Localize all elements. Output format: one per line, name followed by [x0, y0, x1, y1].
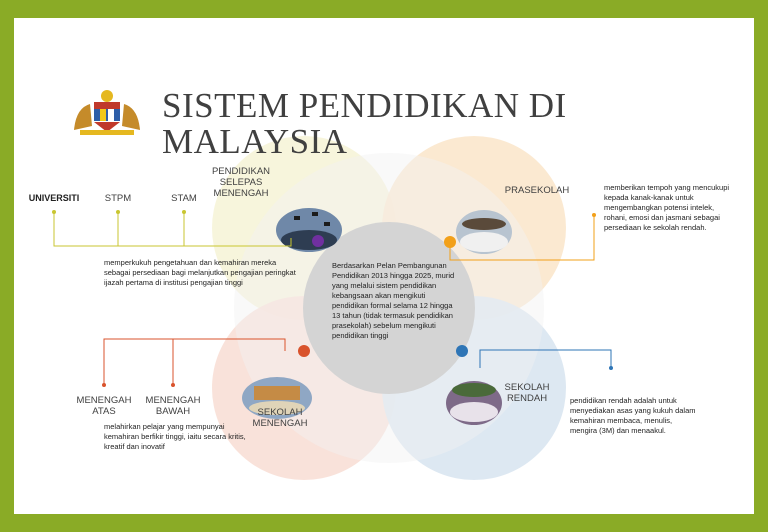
desc-selepas-menengah: memperkukuh pengetahuan dan kemahiran me… [104, 258, 304, 288]
marker-sekolah-rendah [456, 345, 468, 357]
label-stpm: STPM [98, 193, 138, 204]
slide: SISTEM PENDIDIKAN DI MALAYSIA PENDIDIKAN… [14, 18, 754, 514]
dot-stpm [116, 210, 120, 214]
label-sekolah-rendah: SEKOLAH RENDAH [502, 382, 552, 404]
label-menengah-bawah: MENENGAH BAWAH [143, 395, 203, 417]
desc-sekolah-menengah: melahirkan pelajar yang mempunyai kemahi… [104, 422, 252, 452]
label-selepas-menengah: PENDIDIKAN SELEPAS MENENGAH [206, 166, 276, 199]
dot-prasekolah [592, 213, 596, 217]
dot-stam [182, 210, 186, 214]
desc-sekolah-rendah: pendidikan rendah adalah untuk menyediak… [570, 396, 700, 436]
photo-sekolah-rendah [446, 381, 502, 425]
photo-graduation [276, 208, 342, 252]
dot-sekolah-rendah [609, 366, 613, 370]
label-sekolah-menengah: SEKOLAH MENENGAH [250, 407, 310, 429]
label-prasekolah: PRASEKOLAH [502, 185, 572, 196]
marker-selepas-menengah [312, 235, 324, 247]
desc-prasekolah: memberikan tempoh yang mencukupi kepada … [604, 183, 734, 233]
center-text: Berdasarkan Pelan Pembangunan Pendidikan… [332, 261, 458, 341]
photo-prasekolah [456, 210, 512, 254]
marker-sekolah-menengah [298, 345, 310, 357]
page-title: SISTEM PENDIDIKAN DI MALAYSIA [162, 88, 662, 160]
dot-menengah-atas [102, 383, 106, 387]
label-menengah-atas: MENENGAH ATAS [74, 395, 134, 417]
label-stam: STAM [164, 193, 204, 204]
dot-universiti [52, 210, 56, 214]
label-universiti: UNIVERSITI [16, 193, 92, 204]
malaysia-coat-of-arms-icon [74, 90, 140, 135]
marker-prasekolah [444, 236, 456, 248]
dot-menengah-bawah [171, 383, 175, 387]
